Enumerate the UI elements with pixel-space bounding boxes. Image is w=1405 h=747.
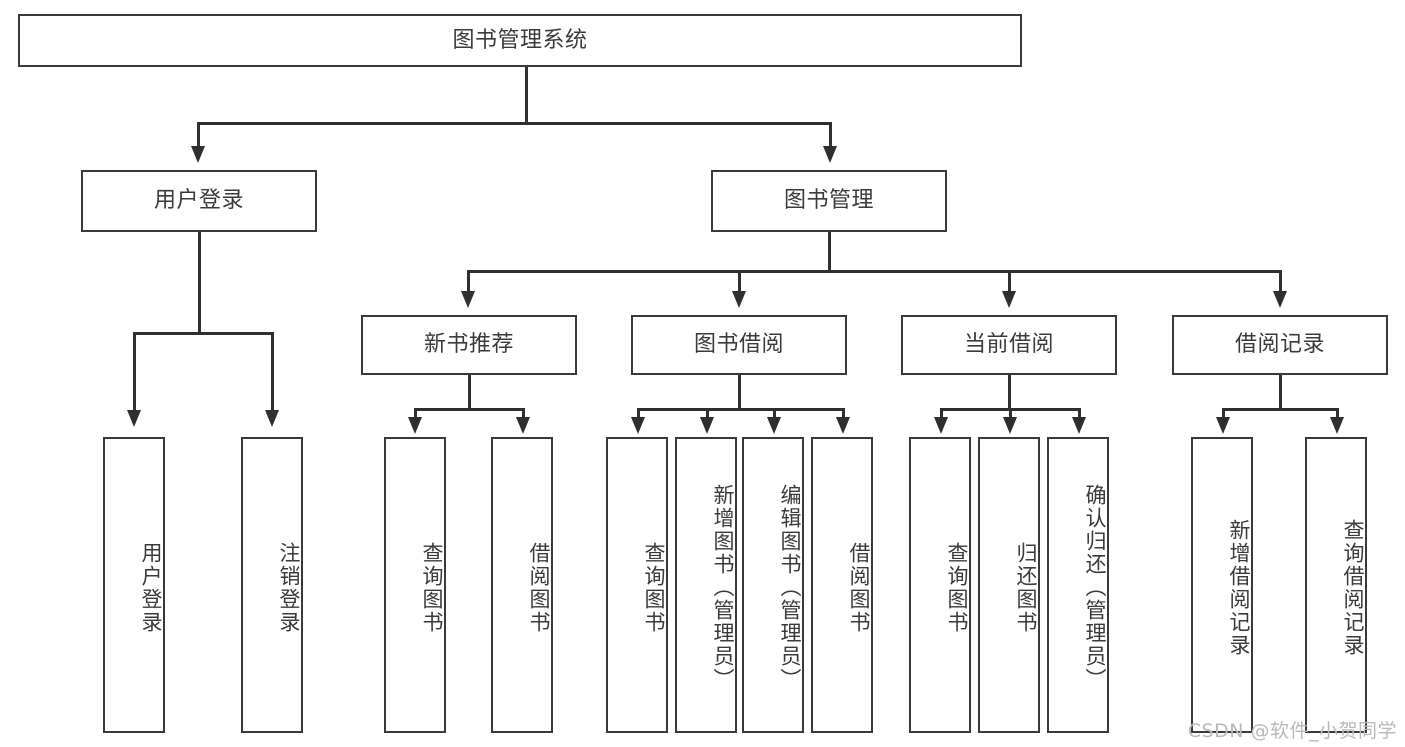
connector-user-login-to-leaf-1 [133,332,136,412]
arrowhead-book-borrow-leaf-4 [836,417,850,434]
connector-user-login-to-leaf-2 [271,332,274,412]
node-current-borrow[interactable]: 当前借阅 [901,315,1117,375]
node-root-book-management-system[interactable]: 图书管理系统 [18,14,1022,67]
arrowhead-current-borrow-leaf-2 [1003,417,1017,434]
csdn-watermark: CSDN @软件_小贺同学 [1187,720,1397,742]
connector-book-borrow-leaf-3 [773,408,776,419]
connector-borrow-record-leaf-2 [1336,408,1339,419]
connector-user-login-bar [133,332,273,335]
connector-root-to-user-login [197,122,200,148]
leaf-new-book-query-book[interactable]: 查询图书 [384,437,446,733]
connector-bm-to-book-borrow [738,270,741,293]
connector-book-management-stem [828,232,831,271]
connector-borrow-record-bar [1222,408,1338,411]
arrowhead-current-borrow-leaf-1 [934,417,948,434]
connector-borrow-record-leaf-1 [1222,408,1225,419]
node-book-borrow[interactable]: 图书借阅 [631,315,847,375]
connector-book-management-bar [467,270,1281,273]
leaf-book-borrow-borrow-book[interactable]: 借阅图书 [811,437,873,733]
arrowhead-book-borrow-leaf-3 [767,417,781,434]
node-new-book-recommend[interactable]: 新书推荐 [361,315,577,375]
connector-new-book-stem [468,375,471,409]
leaf-user-login-logout[interactable]: 注销登录 [241,437,303,733]
leaf-book-borrow-add-book-admin[interactable]: 新增图书（管理员） [675,437,737,733]
arrowhead-book-borrow-leaf-1 [631,417,645,434]
arrowhead-bm-to-new-book [461,291,475,308]
arrowhead-bm-to-current-borrow [1002,291,1016,308]
connector-new-book-leaf-2 [522,408,525,419]
connector-current-borrow-leaf-2 [1009,408,1012,419]
connector-user-login-stem [198,232,201,333]
arrowhead-borrow-record-leaf-2 [1330,417,1344,434]
arrowhead-bm-to-book-borrow [732,291,746,308]
connector-root-stem [525,67,528,123]
leaf-current-borrow-confirm-return-admin[interactable]: 确认归还（管理员） [1047,437,1109,733]
arrowhead-user-login-leaf-2 [265,410,279,427]
arrowhead-current-borrow-leaf-3 [1072,417,1086,434]
arrowhead-bm-to-borrow-record [1273,291,1287,308]
arrowhead-root-to-book-management [823,146,837,163]
node-user-login[interactable]: 用户登录 [81,170,317,232]
connector-current-borrow-leaf-3 [1078,408,1081,419]
connector-book-borrow-stem [738,375,741,409]
connector-book-borrow-leaf-2 [706,408,709,419]
connector-new-book-bar [414,408,524,411]
arrowhead-user-login-leaf-1 [127,410,141,427]
arrowhead-borrow-record-leaf-1 [1216,417,1230,434]
connector-book-borrow-bar [637,408,844,411]
leaf-book-borrow-edit-book-admin[interactable]: 编辑图书（管理员） [742,437,804,733]
leaf-borrow-record-query-record[interactable]: 查询借阅记录 [1305,437,1367,733]
connector-new-book-leaf-1 [414,408,417,419]
arrowhead-new-book-leaf-2 [516,417,530,434]
connector-bm-to-borrow-record [1279,270,1282,293]
arrowhead-book-borrow-leaf-2 [700,417,714,434]
connector-book-borrow-leaf-1 [637,408,640,419]
connector-current-borrow-stem [1008,375,1011,409]
arrowhead-new-book-leaf-1 [408,417,422,434]
node-book-management[interactable]: 图书管理 [711,170,947,232]
leaf-book-borrow-query-book[interactable]: 查询图书 [606,437,668,733]
leaf-new-book-borrow-book[interactable]: 借阅图书 [491,437,553,733]
connector-root-to-book-management [829,122,832,148]
arrowhead-root-to-user-login [191,146,205,163]
connector-bm-to-new-book [467,270,470,293]
node-borrow-record[interactable]: 借阅记录 [1172,315,1388,375]
leaf-borrow-record-add-record[interactable]: 新增借阅记录 [1191,437,1253,733]
leaf-user-login-login[interactable]: 用户登录 [103,437,165,733]
connector-root-bar [197,122,831,125]
leaf-current-borrow-query-book[interactable]: 查询图书 [909,437,971,733]
leaf-current-borrow-return-book[interactable]: 归还图书 [978,437,1040,733]
connector-book-borrow-leaf-4 [842,408,845,419]
connector-current-borrow-leaf-1 [940,408,943,419]
connector-borrow-record-stem [1279,375,1282,409]
connector-bm-to-current-borrow [1008,270,1011,293]
